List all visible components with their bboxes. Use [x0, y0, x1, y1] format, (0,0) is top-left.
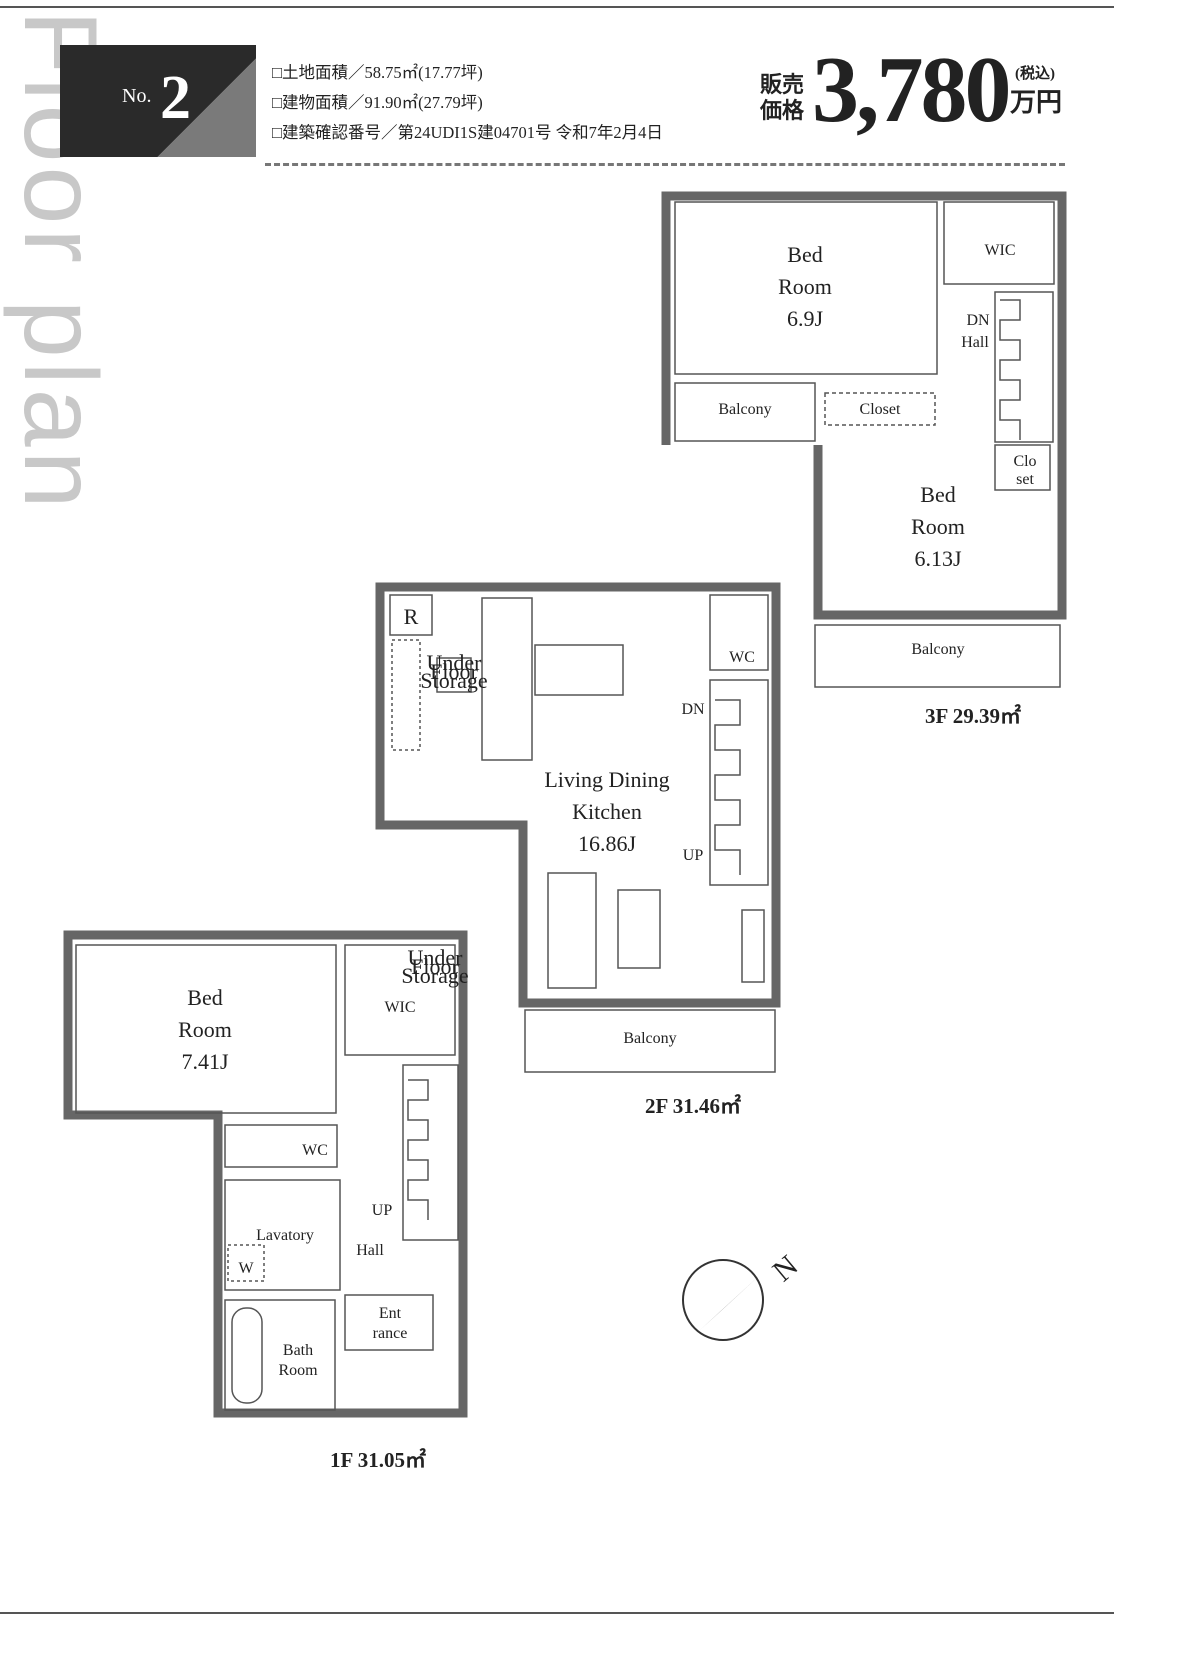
room-label: Room — [778, 274, 832, 299]
property-specs: □土地面積／58.75㎡(17.77坪) □建物面積／91.90㎡(27.79坪… — [272, 58, 663, 148]
room-label: Floor — [430, 659, 478, 684]
room-label: WC — [302, 1142, 328, 1159]
room-label: 7.41J — [181, 1049, 229, 1074]
floor-1f: Bed Room 7.41J WIC Under Floor Storage W… — [63, 930, 469, 1472]
room-label: Room — [178, 1017, 232, 1042]
room-label: R — [404, 604, 419, 629]
room-label: Hall — [356, 1242, 384, 1259]
room-label: Bed — [187, 985, 222, 1010]
room-label: WC — [729, 649, 755, 666]
badge-prefix: No. — [122, 85, 152, 107]
room-label: Kitchen — [572, 799, 642, 824]
room-label: Ent — [379, 1305, 402, 1322]
floor-3f: Bed Room 6.9J WIC DN Hall Balcony Closet… — [661, 191, 1067, 728]
room-label: Bed — [920, 482, 955, 507]
floor-3f-area: 3F 29.39㎡ — [925, 704, 1021, 728]
compass-icon: N — [682, 1249, 805, 1341]
badge-number: 2 — [160, 64, 191, 132]
room-label: Room — [911, 514, 965, 539]
building-area: □建物面積／91.90㎡(27.79坪) — [272, 93, 483, 112]
room-label: W — [238, 1260, 254, 1277]
room-label: Balcony — [911, 641, 964, 658]
room-label: 16.86J — [578, 831, 637, 856]
floor-1f-area: 1F 31.05㎡ — [330, 1448, 426, 1472]
land-area: □土地面積／58.75㎡(17.77坪) — [272, 63, 483, 82]
room-label: Bed — [787, 242, 822, 267]
permit-number: □建築確認番号／第24UDI1S建04701号 令和7年2月4日 — [272, 123, 663, 142]
room-label: WIC — [984, 242, 1015, 259]
room-label: DN — [681, 701, 705, 718]
room-label: Hall — [961, 334, 989, 351]
plan-number-badge: No. 2 — [60, 45, 256, 157]
floor-2f-area: 2F 31.46㎡ — [645, 1094, 741, 1118]
room-label: Clo — [1013, 453, 1036, 470]
price-label: 販売価格 — [760, 72, 805, 123]
room-label: Bath — [283, 1342, 313, 1359]
floor-2f: R Under Floor Storage WC DN UP Living Di… — [375, 582, 781, 1118]
room-label: Under — [427, 650, 483, 675]
room-label: rance — [373, 1325, 408, 1342]
room-label: WIC — [384, 999, 415, 1016]
price-value: 3,780 — [812, 38, 1011, 142]
room-label: Storage — [401, 963, 468, 988]
room-label: Storage — [420, 668, 487, 693]
compass-north-label: N — [767, 1249, 805, 1288]
room-label: UP — [372, 1202, 393, 1219]
divider — [265, 163, 1065, 166]
room-label: Lavatory — [256, 1227, 314, 1244]
room-label: Room — [278, 1362, 318, 1379]
room-label: 6.13J — [914, 546, 962, 571]
room-label: UP — [683, 847, 704, 864]
room-label: Closet — [860, 401, 901, 418]
room-label: Living Dining — [544, 767, 669, 792]
room-label: Under — [408, 945, 464, 970]
page-frame — [0, 6, 1114, 1614]
room-label: 6.9J — [787, 306, 824, 331]
room-label: Balcony — [623, 1030, 676, 1047]
room-label: Balcony — [718, 401, 771, 418]
room-label: Floor — [411, 954, 459, 979]
room-label: set — [1016, 471, 1034, 488]
room-label: DN — [966, 312, 990, 329]
price-tax: (税込) — [1015, 66, 1055, 82]
price-unit: 万円 — [1010, 88, 1063, 117]
